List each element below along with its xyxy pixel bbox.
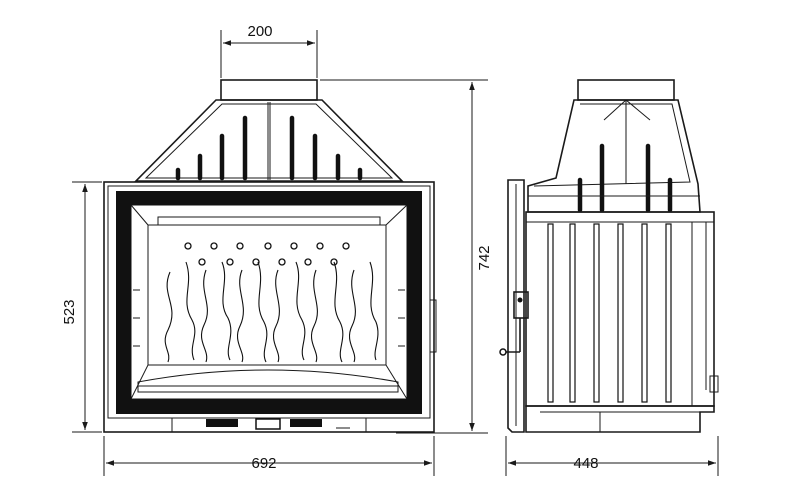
dim-depth: 448 [573,455,598,472]
air-control-left[interactable] [206,419,238,427]
air-holes [184,242,350,266]
door-handle[interactable] [499,291,529,356]
side-hood [527,99,701,213]
front-view [103,79,437,433]
side-door [507,179,525,433]
dim-front-width: 692 [251,455,276,472]
dim-front-height: 523 [61,299,78,324]
dimension-labels: 200 742 523 692 448 [61,23,599,472]
dimension-lines [72,30,719,476]
glass [130,204,408,400]
air-control-center[interactable] [255,418,281,430]
hood [134,99,404,182]
side-ribs [547,223,672,403]
dim-overall-height: 742 [476,245,493,270]
bottom-base [171,417,367,433]
flames [164,261,379,363]
dim-flue-width: 200 [247,23,272,40]
grate [137,369,399,393]
baffle [157,216,381,226]
side-view [499,79,719,433]
hood-fins [175,115,363,181]
air-control-right[interactable] [290,419,322,427]
flue-collar [220,79,318,101]
